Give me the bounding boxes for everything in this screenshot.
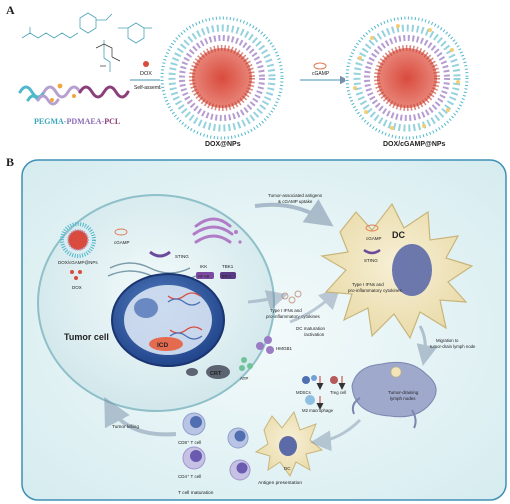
dc-sting-icon: [363, 248, 381, 255]
polymer-label: PEGMA-PDMAEA-PCL: [34, 117, 120, 126]
cd4-t-cell-2: [229, 459, 251, 481]
mdscs-label: MDSCs: [296, 390, 311, 395]
dc-sting-label: STING: [364, 258, 378, 263]
m2-icon: [305, 395, 315, 405]
cell-ifn-line1: Type I IFNs and: [270, 308, 302, 313]
lymph-node-line2: lymph nodes: [390, 396, 416, 401]
ikk-label: IKK: [200, 264, 207, 269]
migration-line2: tumor-drain lymph node: [430, 344, 476, 349]
cytokine-arrow: [247, 290, 288, 311]
cell-dox-label: DOX: [72, 285, 82, 290]
self-assemble-label: Self-assemble: [134, 85, 166, 91]
lymph-node: [351, 361, 437, 429]
dox-icon: [143, 61, 149, 67]
cell-sting-label: STING: [175, 254, 189, 259]
dc-cgamp-label: cGAMP: [366, 236, 382, 241]
polymer-chains: [18, 85, 130, 106]
tumor-killing-arrow: [104, 396, 177, 437]
dox-release-dots: [70, 270, 82, 280]
maturation-arrow: [289, 287, 341, 324]
migration-line1: Migration to: [436, 338, 459, 343]
dox-nanoparticle: [160, 16, 284, 140]
t-maturation-label: T cell maturation: [178, 490, 214, 496]
dc-ifn-line2: pro-inflammatory cytokines: [348, 288, 403, 293]
lymph-to-dc-arrow: [310, 418, 362, 452]
atp-label: ATP: [240, 376, 248, 381]
dendritic-cell: [320, 202, 474, 340]
tumor-cell-label: Tumor cell: [64, 332, 109, 342]
antigen-line1: Tumor-associated antigens: [268, 193, 323, 198]
dox-reagent-label: DOX: [140, 71, 152, 77]
mdsc-icon-2: [311, 375, 317, 381]
chemical-structure: [21, 12, 152, 72]
icd-label: ICD: [157, 342, 169, 349]
cell-cgamp-label: cGAMP: [114, 240, 130, 245]
golgi-apparatus: [192, 217, 242, 244]
nucleus: [111, 273, 225, 367]
panel-a-letter: A: [6, 3, 15, 17]
dna-helix: [167, 292, 203, 340]
irf3-label: IRF3: [222, 274, 231, 279]
panel-b: B DOX/cGAMP@NPs DOX cGAMP STING IKK TBK1: [6, 155, 507, 501]
tbk1-label: TBK1: [222, 264, 234, 269]
cell-nanoparticle: [60, 222, 96, 258]
m2-label: M2 macrophage: [302, 408, 334, 413]
cell-ifn-line2: pro-inflammatory cytokines: [266, 314, 321, 319]
cd8-t-cell-2: [227, 427, 249, 449]
dc-cgamp-icon: [365, 224, 379, 232]
irf3-badge: [220, 272, 236, 279]
nfkb-badge: [196, 272, 214, 279]
cd8-label: CD8⁺ T cell: [178, 440, 201, 445]
migration-arrow: [416, 325, 438, 366]
dc-big-label: DC: [392, 230, 405, 240]
tumor-killing-label: Tumor killing: [112, 424, 139, 430]
hmgb1-label: HMGB1: [276, 346, 293, 351]
cell-np-label: DOX/cGAMP@NPs: [58, 260, 98, 265]
lymph-node-line1: Tumor-draining: [388, 390, 419, 395]
crt-small-icon: [186, 368, 198, 376]
atp-molecules: [239, 357, 253, 371]
icd-badge: [149, 337, 183, 351]
antigen-line2: & cGAMP uptake: [278, 199, 313, 204]
cgamp-reagent-label: cGAMP: [312, 71, 330, 77]
antigen-uptake-arrow: [254, 199, 334, 227]
treg-label: Treg cell: [330, 390, 346, 395]
dc-maturation-line1: DC maturation: [296, 326, 326, 331]
cd8-t-cell: [182, 412, 206, 436]
small-dc-label: DC: [284, 466, 291, 471]
chemical-structure-dark: [95, 43, 121, 67]
mdsc-icon: [302, 376, 310, 384]
np2-label: DOX/cGAMP@NPs: [383, 141, 446, 148]
cd4-t-cell: [182, 446, 206, 470]
crt-label: CRT: [210, 371, 222, 377]
panel-a: A PEGMA-PDMAEA-PCL: [6, 3, 469, 148]
dox-cgamp-nanoparticle: [345, 16, 469, 140]
hmgb1-molecules: [256, 336, 274, 354]
cgamp-icon: [313, 62, 327, 70]
crt-badge: [206, 365, 230, 379]
dc-maturation-line2: /activation: [304, 332, 325, 337]
cell-cgamp-icon: [114, 228, 128, 236]
nfkb-label: NF-κB: [198, 274, 210, 279]
sting-icon: [149, 250, 171, 258]
dc-ifn-line1: Type I IFNs and: [352, 282, 384, 287]
antigen-presentation-label: Antigen presentation: [258, 480, 302, 486]
small-dendritic-cell: [254, 410, 324, 478]
cd4-label: CD4⁺ T cell: [178, 474, 201, 479]
dox-molecules-on-chain: [50, 83, 76, 102]
treg-icon: [330, 376, 338, 384]
panel-b-letter: B: [6, 155, 14, 169]
np1-label: DOX@NPs: [205, 141, 241, 148]
